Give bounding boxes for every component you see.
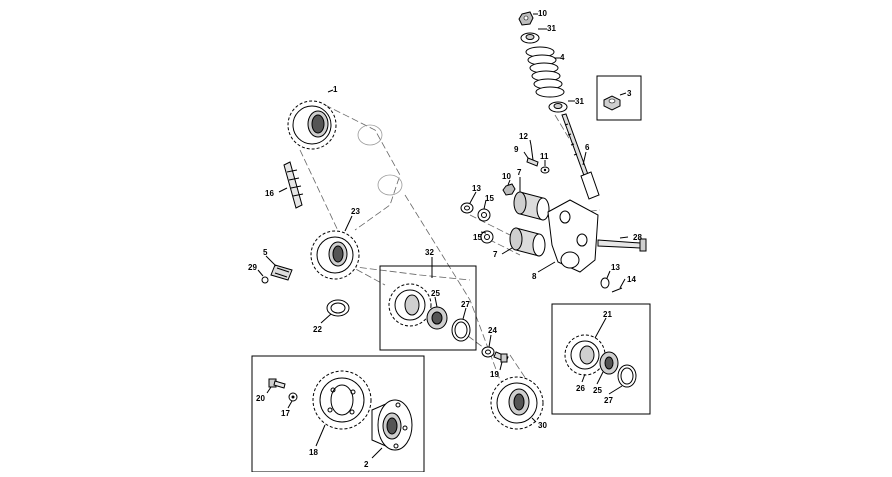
bolt-28[interactable] (597, 238, 647, 252)
callout-25-left: 25 (431, 289, 440, 298)
tensioner-bracket-8[interactable] (547, 199, 599, 273)
callout-18: 18 (309, 448, 318, 457)
nut-10-top[interactable] (518, 11, 534, 26)
callout-19: 19 (490, 370, 499, 379)
spacer-15-upper[interactable] (477, 208, 491, 222)
callout-22: 22 (313, 325, 322, 334)
kit-box-3 (596, 75, 642, 121)
callout-13-right: 13 (611, 263, 620, 272)
callout-28: 28 (633, 233, 642, 242)
washer-24[interactable] (481, 346, 495, 358)
bearing-25-right[interactable] (599, 351, 619, 375)
bolt-20[interactable] (268, 378, 286, 389)
spring-4[interactable] (525, 46, 565, 98)
sprocket-26[interactable] (564, 334, 606, 376)
roller-7-upper[interactable] (513, 191, 550, 221)
washer-13-left[interactable] (460, 202, 474, 214)
kit-box-21 (551, 303, 651, 415)
callout-2: 2 (364, 460, 369, 469)
callout-6: 6 (585, 143, 590, 152)
bearing-25-left[interactable] (426, 306, 448, 330)
callout-3: 3 (627, 89, 632, 98)
washer-13-right[interactable] (600, 277, 610, 289)
callout-17: 17 (281, 409, 290, 418)
callout-7-lower: 7 (493, 250, 498, 259)
bolt-9[interactable] (526, 157, 539, 167)
callout-16: 16 (265, 189, 274, 198)
washer-31-top[interactable] (520, 32, 540, 44)
callout-29: 29 (248, 263, 257, 272)
callout-15-upper: 15 (485, 194, 494, 203)
cotter-pin-14[interactable] (611, 287, 623, 293)
sprocket-1[interactable] (287, 100, 337, 150)
snap-ring-27-right[interactable] (617, 364, 637, 388)
sprocket-18[interactable] (312, 370, 372, 430)
washer-22[interactable] (326, 299, 350, 317)
sprocket-kit-32[interactable] (388, 283, 432, 327)
spacer-15-lower[interactable] (480, 230, 494, 244)
tension-rod-6[interactable] (561, 113, 600, 200)
sprocket-23[interactable] (310, 230, 360, 280)
roller-7-lower[interactable] (509, 227, 546, 257)
callout-10-mid: 10 (502, 172, 511, 181)
callout-12: 12 (519, 132, 528, 141)
callout-5: 5 (263, 248, 268, 257)
callout-30: 30 (538, 421, 547, 430)
callout-1: 1 (333, 85, 338, 94)
nut-3[interactable] (603, 95, 621, 111)
callout-31-lower: 31 (575, 97, 584, 106)
hub-2[interactable] (371, 399, 413, 451)
callout-24: 24 (488, 326, 497, 335)
callout-15-lower: 15 (473, 233, 482, 242)
callout-9: 9 (514, 145, 519, 154)
bolt-19[interactable] (493, 351, 509, 363)
callout-10-top: 10 (538, 9, 547, 18)
callout-14: 14 (627, 275, 636, 284)
callout-27-right: 27 (604, 396, 613, 405)
callout-11: 11 (540, 152, 549, 161)
callout-8: 8 (532, 272, 537, 281)
clip-29[interactable] (261, 276, 269, 284)
chain-guide-ghosts (357, 124, 403, 196)
callout-labels: 10 31 4 3 31 1 6 12 9 11 10 7 13 15 15 7… (248, 9, 642, 469)
callout-4: 4 (560, 53, 565, 62)
washer-17[interactable] (288, 392, 298, 402)
chain-16[interactable] (283, 161, 304, 209)
callout-13-left: 13 (472, 184, 481, 193)
kit-box-32 (379, 265, 477, 351)
snap-ring-27-left[interactable] (451, 318, 471, 342)
washer-31-lower[interactable] (548, 101, 568, 113)
washer-11[interactable] (540, 166, 550, 174)
callout-20: 20 (256, 394, 265, 403)
callout-27-left: 27 (461, 300, 470, 309)
connector-link-5[interactable] (270, 264, 293, 281)
pin-12[interactable] (530, 144, 534, 161)
nut-10-mid[interactable] (502, 183, 516, 196)
callout-21: 21 (603, 310, 612, 319)
callout-32: 32 (425, 248, 434, 257)
sprocket-30[interactable] (490, 376, 544, 430)
callout-26: 26 (576, 384, 585, 393)
callout-25-right: 25 (593, 386, 602, 395)
callout-7-upper: 7 (517, 168, 522, 177)
leader-lines (257, 13, 629, 459)
callout-31-top: 31 (547, 24, 556, 33)
callout-23: 23 (351, 207, 360, 216)
